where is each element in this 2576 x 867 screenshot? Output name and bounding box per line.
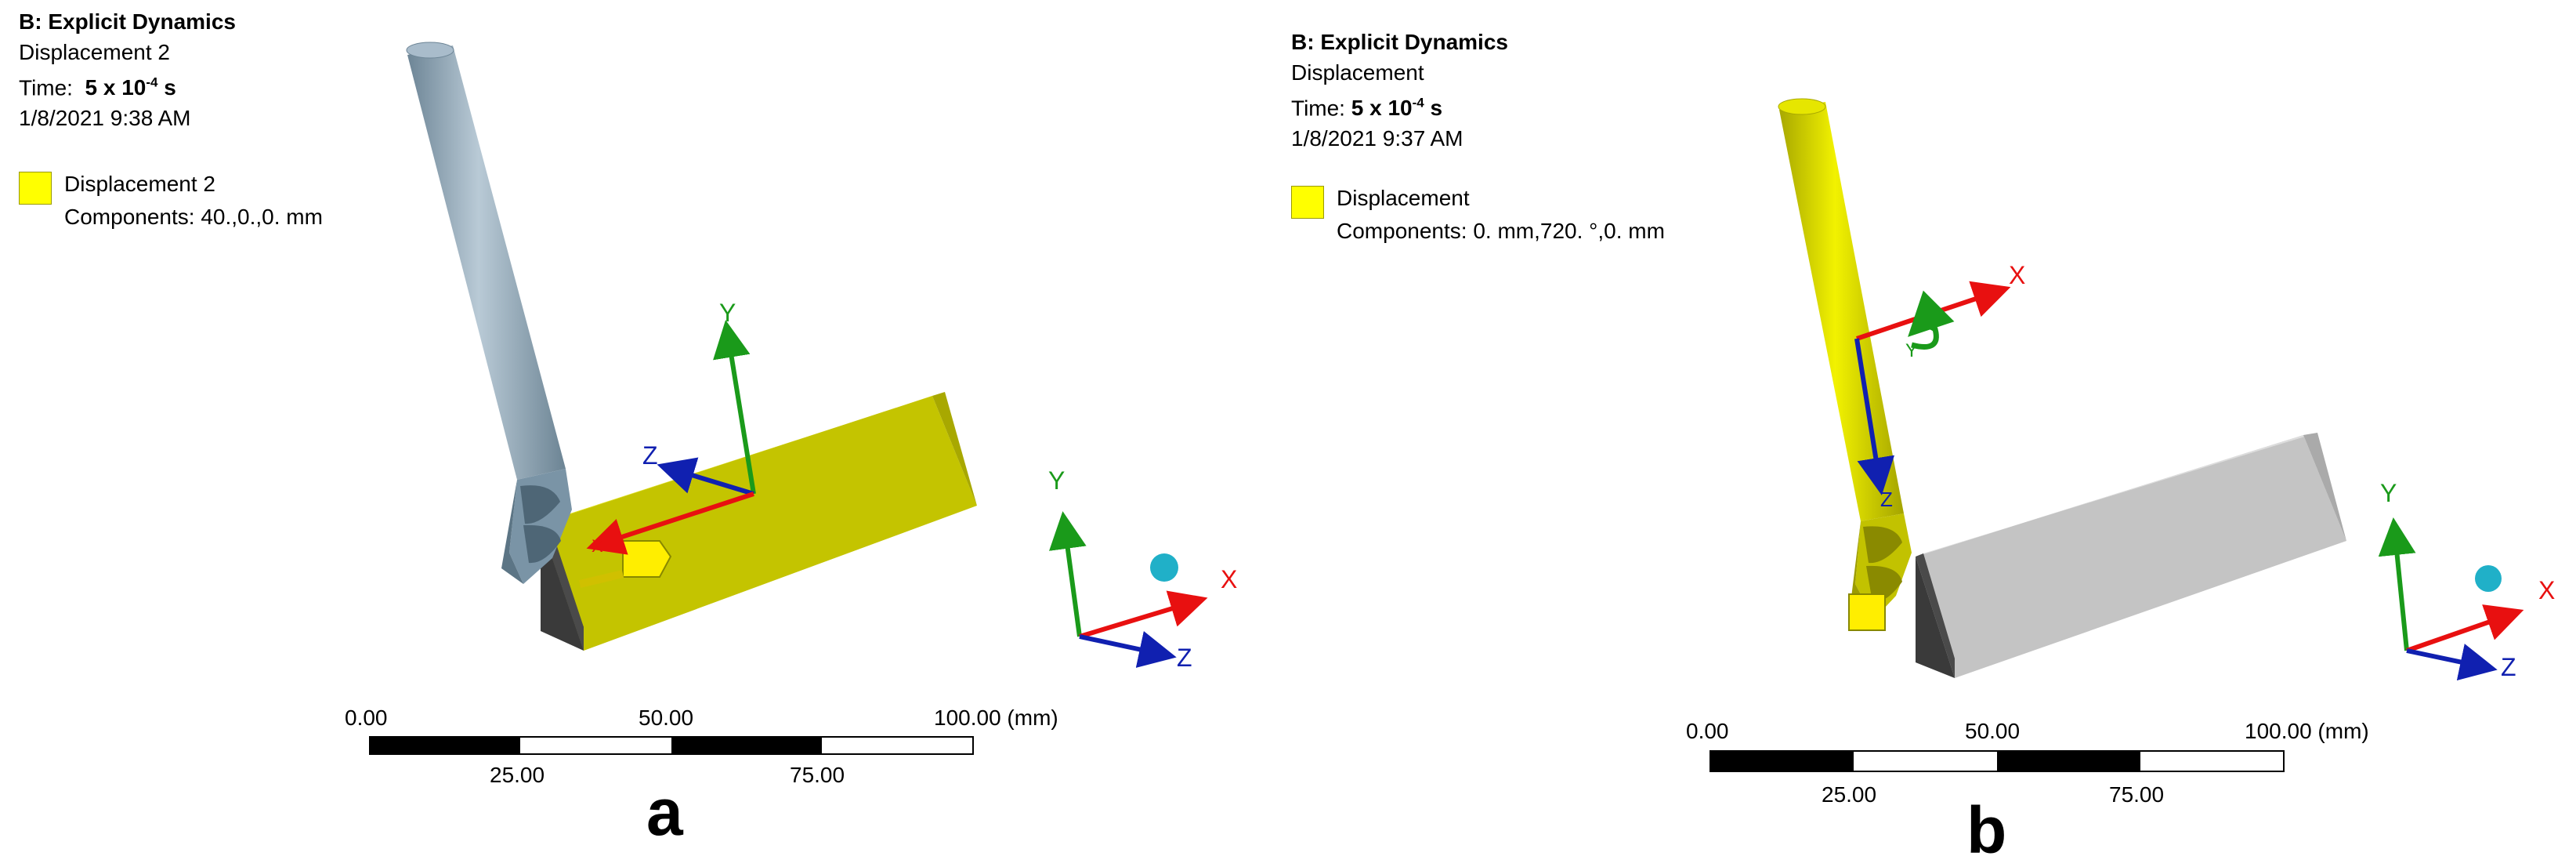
local-axis-x-label: X <box>592 536 603 556</box>
scale-label-75: 75.00 <box>790 763 845 787</box>
model-viewport[interactable]: X Y Z Y X Z 0.00 50.00 100.00 (mm) 25.00… <box>1285 0 2576 867</box>
local-axis-z-label: Z <box>642 441 658 470</box>
end-mill-tool[interactable] <box>406 42 572 584</box>
legend-label: Displacement 2 Components: 40.,0.,0. mm <box>64 172 323 229</box>
time-readout: Time: 5 x 10-4 s <box>19 75 176 100</box>
workpiece-block[interactable] <box>541 392 977 651</box>
scale-label-25: 25.00 <box>1822 782 1876 807</box>
local-axis-y-label: Y <box>719 299 736 327</box>
local-axis-x-label: X <box>2009 261 2025 289</box>
panel-letter: a <box>646 775 684 849</box>
scale-bar: 0.00 50.00 100.00 (mm) 25.00 75.00 <box>345 706 1058 787</box>
local-axis-y-label: Y <box>1905 340 1918 361</box>
triad-y-label: Y <box>2380 479 2397 507</box>
global-triad[interactable]: Y X Z <box>1048 466 1237 672</box>
scale-label-50: 50.00 <box>639 706 693 730</box>
triad-z-label: Z <box>2501 653 2516 681</box>
legend[interactable]: Displacement 2 Components: 40.,0.,0. mm <box>19 168 489 238</box>
result-header: B: Explicit Dynamics Displacement 2 Time… <box>19 6 236 133</box>
triad-x-label: X <box>2538 576 2555 604</box>
legend-swatch <box>19 172 52 205</box>
analysis-title: B: Explicit Dynamics <box>1291 30 1508 54</box>
scale-label-50: 50.00 <box>1965 719 2020 743</box>
legend[interactable]: Displacement Components: 0. mm,720. °,0.… <box>1291 182 1793 252</box>
scale-label-100: 100.00 (mm) <box>2245 719 2369 743</box>
scale-label-100: 100.00 (mm) <box>934 706 1058 730</box>
local-axis-z-label: Z <box>1880 488 1893 511</box>
scale-label-25: 25.00 <box>490 763 545 787</box>
scale-bar: 0.00 50.00 100.00 (mm) 25.00 75.00 <box>1686 719 2369 807</box>
model-viewport[interactable]: Y Z X Y X Z 0.00 50.00 100.00 (mm) 25.00… <box>0 0 1285 867</box>
local-coordinate-system: X Y Z <box>1854 261 2025 511</box>
analysis-title: B: Explicit Dynamics <box>19 9 236 34</box>
triad-x-label: X <box>1221 565 1237 593</box>
result-header: B: Explicit Dynamics Displacement Time: … <box>1291 27 1508 154</box>
local-coordinate-system: Y Z X <box>586 299 756 556</box>
triad-z-label: Z <box>1177 644 1192 672</box>
scale-label-0: 0.00 <box>1686 719 1729 743</box>
scale-label-0: 0.00 <box>345 706 388 730</box>
displacement-marker <box>578 540 672 588</box>
result-name: Displacement 2 <box>19 40 170 64</box>
workpiece-block[interactable] <box>1916 433 2346 678</box>
legend-label: Displacement Components: 0. mm,720. °,0.… <box>1337 186 1665 243</box>
legend-swatch <box>1291 186 1324 219</box>
panel-a: B: Explicit Dynamics Displacement 2 Time… <box>0 0 1285 867</box>
end-mill-tool[interactable] <box>1778 98 1912 619</box>
global-triad[interactable]: Y X Z <box>2378 479 2555 681</box>
triad-y-label: Y <box>1048 466 1065 495</box>
result-name: Displacement <box>1291 60 1424 85</box>
panel-b: B: Explicit Dynamics Displacement Time: … <box>1285 0 2576 867</box>
timestamp: 1/8/2021 9:37 AM <box>1291 126 1463 151</box>
displacement-marker <box>1848 593 1886 631</box>
time-readout: Time: 5 x 10-4 s <box>1291 96 1443 121</box>
scale-label-75: 75.00 <box>2109 782 2164 807</box>
panel-letter: b <box>1966 793 2006 867</box>
timestamp: 1/8/2021 9:38 AM <box>19 106 191 131</box>
